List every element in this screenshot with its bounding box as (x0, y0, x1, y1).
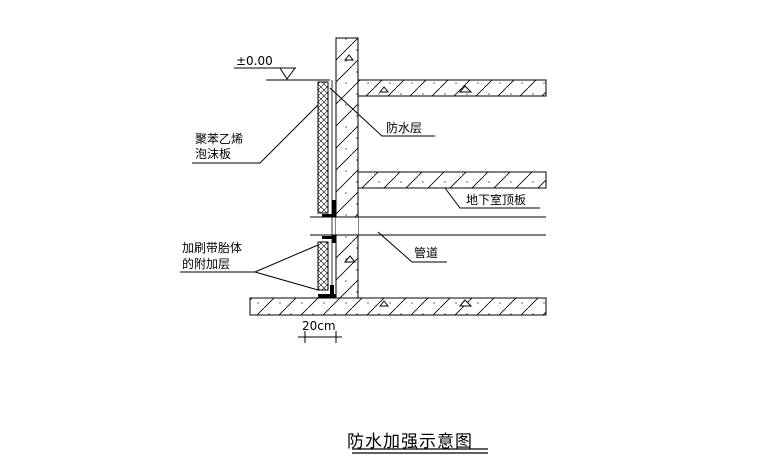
basement-roof-label: 地下室顶板 (466, 193, 527, 207)
title-double-underline (352, 448, 488, 454)
elevation-marker-icon (279, 67, 296, 80)
insulation-board-upper (317, 81, 329, 214)
dimension-label: 20cm (302, 319, 336, 333)
reinforce-leader (180, 244, 319, 291)
basement-roof-leader (444, 187, 540, 209)
drawing-title: 防水加强示意图 (347, 432, 473, 452)
waterproof-layer-label: 防水层 (386, 121, 423, 135)
wall-opening (336, 217, 358, 235)
dimension-line (298, 331, 342, 343)
pipe-leader (377, 231, 447, 263)
waterproof-layer-leader (329, 87, 435, 137)
insulation-leader (192, 104, 319, 164)
elevation-label: ±0.00 (236, 54, 273, 68)
insulation-label-2: 泡沫板 (195, 147, 232, 161)
insulation-board-lower (317, 241, 329, 291)
basement-roof-slab (357, 171, 547, 189)
reinforcement-layer (318, 200, 336, 298)
aggregate-marks (343, 54, 473, 307)
reinforce-label-1: 加刷带胎体 (182, 241, 243, 255)
pipe-label: 管道 (414, 246, 439, 260)
reinforce-label-2: 的附加层 (182, 257, 231, 271)
top-slab (357, 79, 547, 97)
bottom-slab (249, 297, 547, 316)
insulation-label-1: 聚苯乙烯 (195, 132, 244, 146)
